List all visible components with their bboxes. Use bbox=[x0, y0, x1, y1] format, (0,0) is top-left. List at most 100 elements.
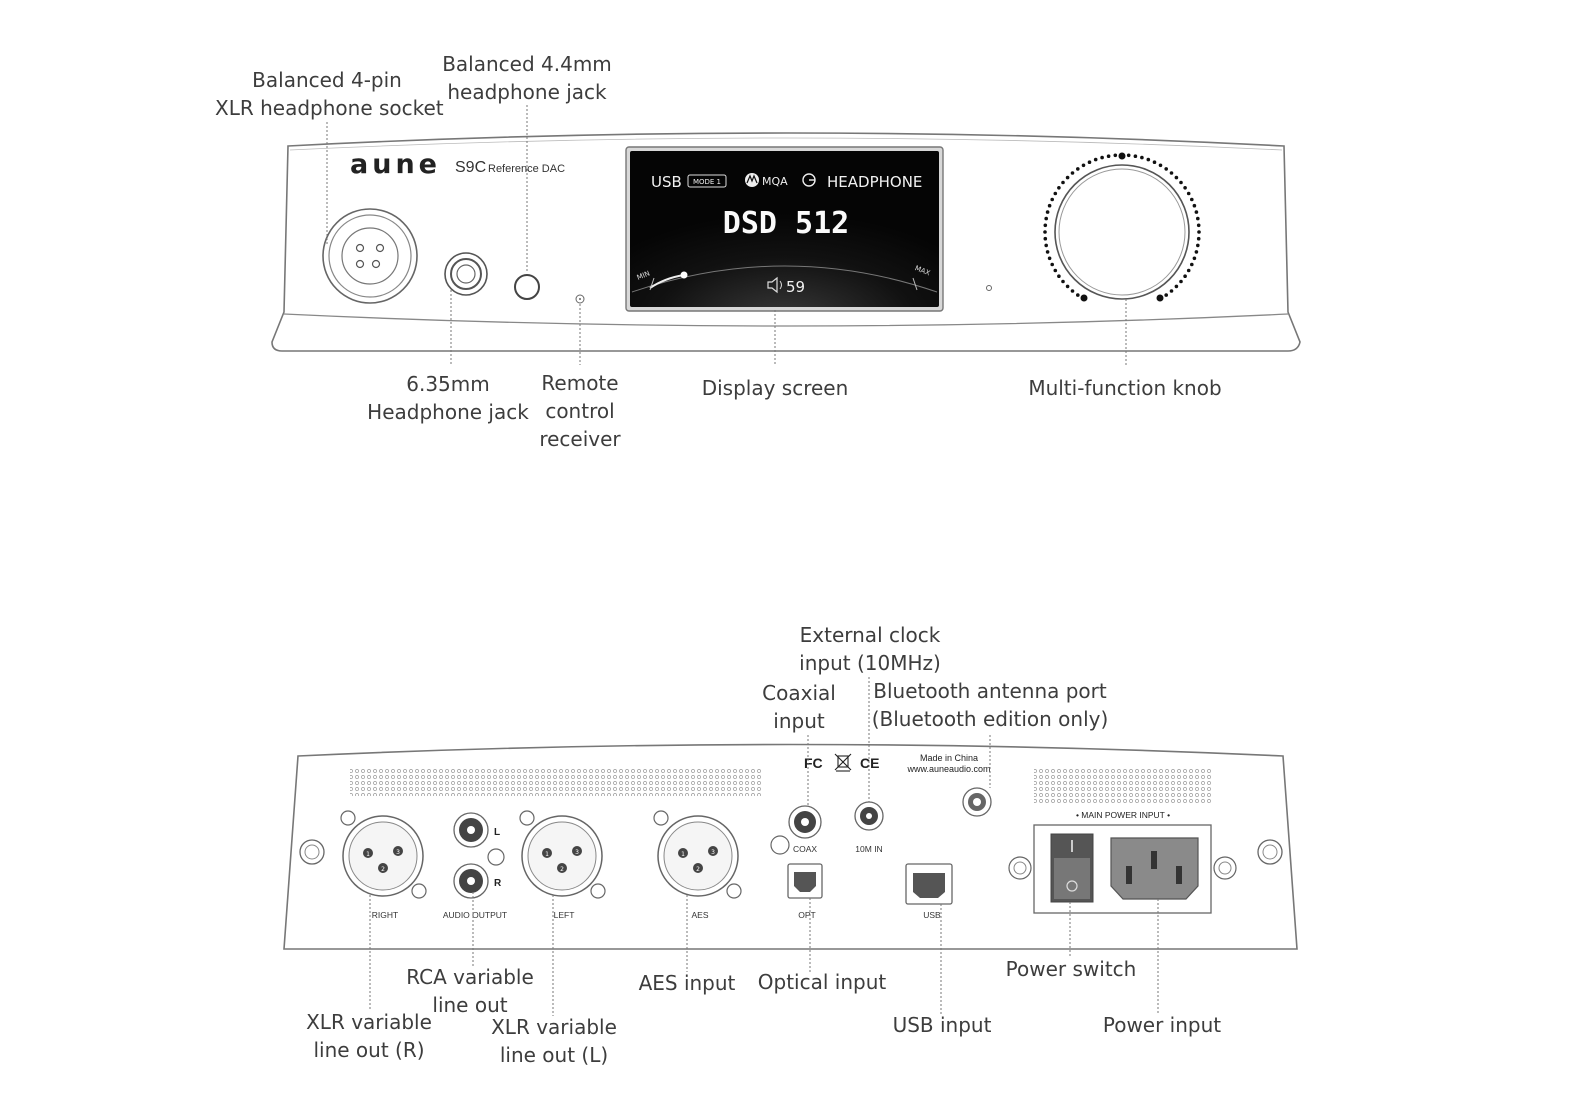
rca-output-left[interactable] bbox=[453, 812, 489, 848]
pin-label: 1 bbox=[545, 851, 549, 858]
knob-dot bbox=[1152, 160, 1157, 164]
knob-dot bbox=[1133, 154, 1138, 158]
knob-dot bbox=[1158, 163, 1163, 168]
mqa-icon bbox=[745, 173, 759, 187]
knob-dot bbox=[1081, 163, 1086, 168]
label-xlr-line-out-l: XLR variable line out (L) bbox=[487, 1013, 621, 1069]
knob-dot bbox=[1053, 268, 1058, 273]
label-line: control bbox=[545, 399, 615, 423]
rca-screw bbox=[487, 848, 505, 866]
port-label-aes: AES bbox=[691, 910, 708, 920]
knob-dot bbox=[1043, 223, 1048, 228]
label-line: Coaxial bbox=[762, 681, 836, 705]
knob-dot bbox=[1197, 230, 1201, 234]
main-power-label: • MAIN POWER INPUT • bbox=[1076, 810, 1170, 820]
knob-dot-ring bbox=[1043, 153, 1201, 297]
knob-dot bbox=[1050, 262, 1054, 267]
knob-dot bbox=[1186, 191, 1191, 196]
coax-input[interactable] bbox=[770, 805, 822, 855]
label-line: Headphone jack bbox=[367, 400, 529, 424]
knob-dot bbox=[1043, 230, 1047, 234]
knob-dot bbox=[1057, 274, 1061, 279]
label-display-screen: Display screen bbox=[695, 374, 855, 402]
optical-input[interactable] bbox=[787, 863, 823, 899]
xlr-output-right[interactable]: 1 3 2 bbox=[340, 810, 427, 899]
label-line: Remote bbox=[541, 371, 619, 395]
label-xlr-headphone-socket: Balanced 4-pin XLR headphone socket bbox=[215, 66, 444, 122]
made-in-china: Made in China bbox=[920, 753, 978, 763]
label-line: Optical input bbox=[757, 970, 887, 994]
label-line: Power switch bbox=[1005, 957, 1137, 981]
label-line: (Bluetooth edition only) bbox=[871, 707, 1109, 731]
label-line: External clock bbox=[799, 623, 941, 647]
power-inlet[interactable] bbox=[1110, 837, 1199, 900]
pin-label: 1 bbox=[681, 851, 685, 858]
knob-dot bbox=[1192, 203, 1197, 208]
usb-input[interactable] bbox=[905, 863, 953, 905]
label-optical-input: Optical input bbox=[752, 968, 892, 996]
pin-label: 2 bbox=[560, 866, 564, 873]
display-screen: MIN MAX USB MODE 1 MQA HEADPHONE DSD 512… bbox=[625, 146, 944, 312]
weee-icon bbox=[834, 753, 852, 772]
knob-top-dot bbox=[1118, 152, 1126, 160]
label-external-clock: External clock input (10MHz) bbox=[785, 621, 955, 677]
knob-dot bbox=[1050, 197, 1054, 202]
knob-dot bbox=[1196, 243, 1200, 248]
label-line: RCA variable bbox=[406, 965, 534, 989]
knob-dot bbox=[1076, 167, 1080, 171]
remote-receiver bbox=[575, 294, 585, 304]
port-label-10m-in: 10M IN bbox=[855, 844, 882, 854]
knob-dot bbox=[1070, 289, 1075, 293]
knob-dot bbox=[1190, 197, 1194, 202]
rca-label-r: R bbox=[494, 878, 502, 889]
knob-dot bbox=[1196, 223, 1201, 228]
label-line: Display screen bbox=[701, 376, 849, 400]
vent-grille-left bbox=[350, 768, 762, 796]
multi-function-knob[interactable] bbox=[1043, 152, 1201, 302]
knob-dot bbox=[1076, 293, 1080, 297]
knob-dot bbox=[1186, 268, 1191, 273]
knob-dot bbox=[1045, 210, 1050, 214]
pin-label: 3 bbox=[396, 849, 400, 856]
label-line: Bluetooth antenna port bbox=[873, 679, 1107, 703]
knob-dot bbox=[1047, 203, 1052, 208]
knob-dot bbox=[1183, 186, 1187, 190]
pin-label: 2 bbox=[696, 866, 700, 873]
xlr-headphone-socket[interactable] bbox=[322, 208, 418, 304]
label-line: receiver bbox=[539, 427, 621, 451]
label-line: input bbox=[773, 709, 825, 733]
knob-dot bbox=[1164, 167, 1168, 171]
label-power-input: Power input bbox=[1092, 1011, 1232, 1039]
label-remote-receiver: Remote control receiver bbox=[530, 369, 630, 453]
jack-4-4mm[interactable] bbox=[514, 274, 540, 300]
model-name: S9C bbox=[455, 159, 486, 176]
knob-dot bbox=[1061, 180, 1065, 185]
knob-dot bbox=[1113, 153, 1118, 158]
rear-leader-lines bbox=[369, 677, 1159, 1016]
knob-max-dot bbox=[1156, 294, 1164, 302]
knob-dot bbox=[1140, 155, 1144, 160]
label-line: Balanced 4.4mm bbox=[442, 52, 612, 76]
pin-label: 3 bbox=[711, 849, 715, 856]
label-coaxial-input: Coaxial input bbox=[752, 679, 846, 735]
power-switch[interactable] bbox=[1050, 833, 1094, 903]
knob-dot bbox=[1093, 157, 1098, 162]
label-line: Power input bbox=[1102, 1013, 1222, 1037]
rca-output-right[interactable] bbox=[453, 863, 489, 899]
display-mqa: MQA bbox=[762, 175, 788, 188]
knob-dot bbox=[1169, 171, 1174, 175]
bluetooth-antenna-port[interactable] bbox=[962, 787, 992, 817]
knob-dot bbox=[1047, 256, 1052, 261]
knob-dot bbox=[1194, 250, 1199, 254]
clock-input[interactable] bbox=[854, 801, 884, 831]
port-label-right: RIGHT bbox=[372, 910, 398, 920]
knob-dot bbox=[1070, 171, 1075, 175]
aes-input[interactable]: 1 3 2 bbox=[653, 810, 742, 899]
display-output: HEADPHONE bbox=[827, 173, 922, 191]
knob-dot bbox=[1044, 243, 1048, 248]
knob-dot bbox=[1100, 155, 1104, 160]
label-line: Multi-function knob bbox=[1028, 376, 1222, 400]
jack-6-35mm[interactable] bbox=[444, 252, 488, 296]
xlr-output-left[interactable]: 1 3 2 bbox=[519, 810, 606, 899]
